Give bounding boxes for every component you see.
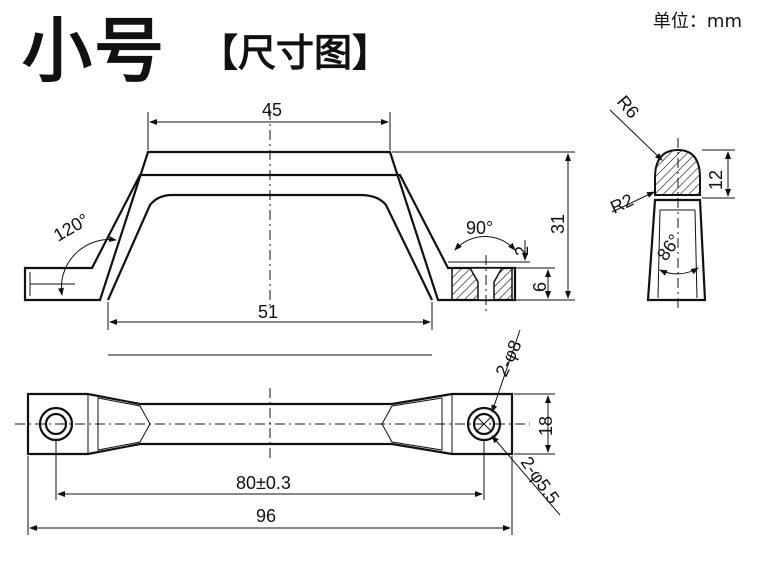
dim-hole-top: 2-φ8: [491, 337, 525, 380]
section-view: R6 R2 12 86°: [607, 92, 735, 308]
right-grip-face: [381, 397, 443, 451]
dim-small-gap: 2: [512, 246, 532, 256]
dim-angle-right: 90°: [466, 218, 493, 238]
dim-section-height: 12: [706, 170, 726, 190]
front-view: 45 51 31 2 6 120° 90°: [23, 100, 575, 356]
dim-hole-bottom: 2-φ5.5: [517, 453, 564, 508]
handle-inner-profile: [106, 193, 433, 301]
top-view: 2-φ8 2-φ5.5 18 80±0.3 96: [15, 329, 564, 535]
dim-side-width: 18: [536, 416, 556, 436]
left-hole-inner: [44, 412, 68, 436]
dim-foot-height: 6: [530, 282, 550, 292]
dim-radius-corner: R2: [607, 190, 636, 218]
title-main: 小号: [22, 10, 166, 92]
dim-height-total: 31: [548, 214, 568, 234]
dim-angle-left: 120°: [50, 210, 92, 246]
unit-label: 单位：mm: [652, 11, 742, 32]
section-body: [646, 198, 707, 302]
dim-top-width: 45: [262, 100, 282, 120]
dim-taper-angle: 86°: [653, 231, 685, 265]
title-sub: 【尺寸图】: [200, 31, 391, 75]
dim-hole-spacing: 80±0.3: [236, 473, 291, 493]
dim-overall-length: 96: [256, 506, 276, 526]
left-grip-face: [97, 397, 151, 451]
right-hole-inner: [472, 412, 496, 436]
dim-inner-base: 51: [258, 302, 278, 322]
